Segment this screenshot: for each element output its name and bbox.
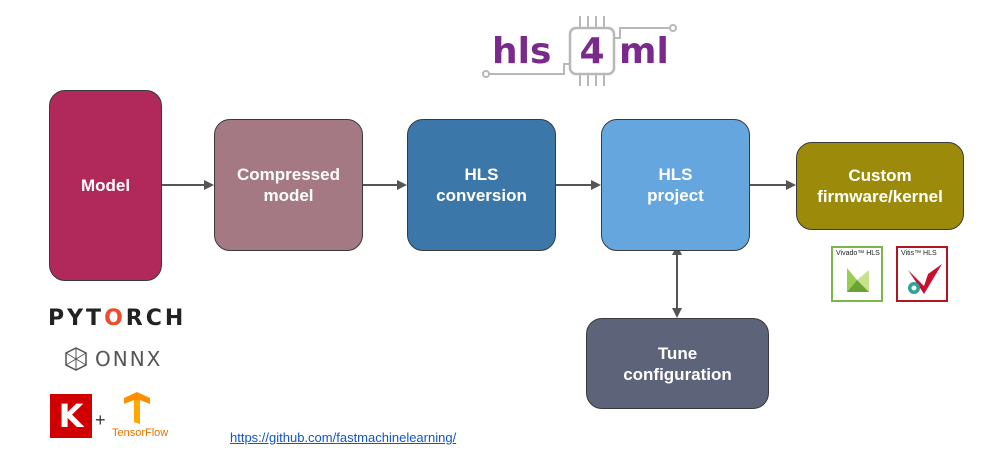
logo-text-hls: hls bbox=[492, 31, 552, 72]
compressed-model-box: Compressed model bbox=[214, 119, 363, 251]
pytorch-flame-icon: O bbox=[104, 306, 126, 331]
plus-sign: + bbox=[95, 410, 106, 430]
vivado-hls-label: Vivado™ HLS bbox=[836, 250, 880, 257]
logo-text-ml: ml bbox=[619, 31, 669, 72]
onnx-logo: ONNX bbox=[63, 346, 162, 372]
onnx-label: ONNX bbox=[95, 347, 163, 371]
vitis-hls-label: Vitis™ HLS bbox=[901, 250, 937, 257]
vivado-logo-icon bbox=[847, 268, 869, 292]
tensorflow-label: TensorFlow bbox=[112, 427, 169, 439]
github-link[interactable]: https://github.com/fastmachinelearning/ bbox=[230, 430, 457, 445]
custom-firmware-box: Custom firmware/kernel bbox=[796, 142, 964, 230]
vivado-hls-badge: Vivado™ HLS bbox=[831, 246, 883, 302]
hls-project-box: HLS project bbox=[601, 119, 750, 251]
hls-conversion-box: HLS conversion bbox=[407, 119, 556, 251]
vitis-logo-icon bbox=[908, 264, 942, 294]
hls4ml-logo: hls 4 ml bbox=[480, 12, 680, 92]
logo-text-4: 4 bbox=[579, 31, 605, 72]
vitis-hls-badge: Vitis™ HLS bbox=[896, 246, 948, 302]
pytorch-logo: PYTORCH bbox=[48, 306, 186, 331]
keras-logo: K bbox=[50, 394, 92, 438]
onnx-icon bbox=[65, 347, 87, 371]
tune-configuration-box: Tune configuration bbox=[586, 318, 769, 409]
tensorflow-icon bbox=[124, 392, 150, 424]
pytorch-text-start: PYT bbox=[48, 306, 105, 331]
chip-outline-icon bbox=[482, 16, 677, 86]
model-box: Model bbox=[49, 90, 162, 281]
pytorch-text-end: RCH bbox=[125, 306, 187, 331]
